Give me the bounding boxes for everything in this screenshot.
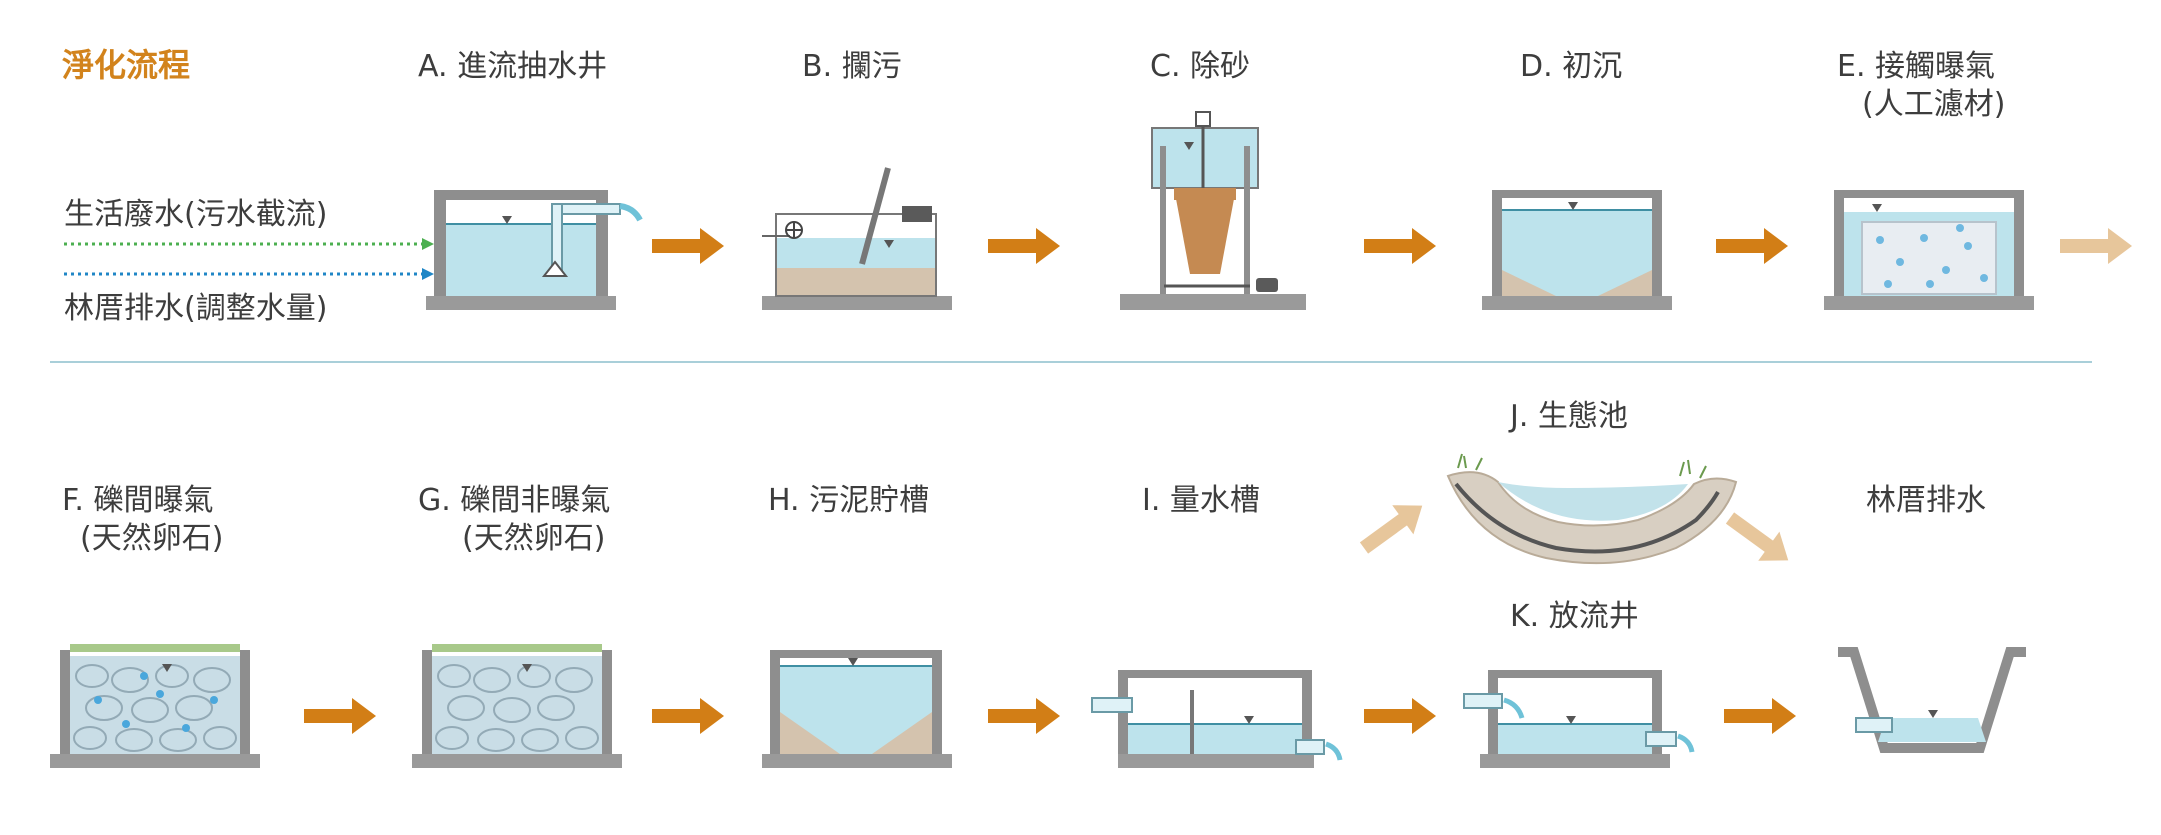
flow-arrow-icon: [652, 228, 724, 264]
water-level-icon: [502, 216, 512, 224]
tank-b-screening: [762, 167, 952, 310]
flow-arrow-icon: [1719, 503, 1799, 575]
label-step-c: C. 除砂: [1150, 49, 1250, 84]
label-input-domestic: 生活廢水(污水截流): [64, 197, 327, 232]
flow-arrow-icon: [652, 698, 724, 734]
flow-arrow-icon: [1364, 228, 1436, 264]
label-step-e: E. 接觸曝氣: [1837, 49, 1995, 84]
water-level-icon: [848, 658, 858, 666]
tank-a-inflow-pump-well: [426, 190, 643, 310]
water-level-icon: [1928, 710, 1938, 718]
flow-arrow-icon: [304, 698, 376, 734]
label-step-f-sub: (天然卵石): [80, 521, 223, 556]
water-level-icon: [1566, 716, 1576, 724]
channel-outflow: [1838, 647, 2026, 753]
tank-e-contact-aeration: [1824, 190, 2034, 310]
flow-arrow-icon: [1364, 698, 1436, 734]
label-step-k: K. 放流井: [1510, 599, 1639, 634]
label-step-j: J. 生態池: [1508, 399, 1628, 434]
water-level-icon: [1244, 716, 1254, 724]
pump-icon: [541, 260, 569, 277]
flow-arrow-icon: [1353, 491, 1433, 563]
label-step-i: I. 量水槽: [1142, 483, 1260, 518]
tank-g-gravel-non-aeration: [412, 644, 622, 768]
tank-d-primary-sedimentation: [1482, 190, 1672, 310]
label-step-g: G. 礫間非曝氣: [418, 483, 610, 518]
water-level-icon: [522, 664, 532, 672]
tank-i-flow-measurement: [1091, 670, 1343, 768]
label-input-linco: 林厝排水(調整水量): [64, 291, 327, 326]
flow-arrow-icon: [988, 698, 1060, 734]
tank-k-outflow-well: [1463, 670, 1695, 768]
water-level-icon: [1872, 204, 1882, 212]
tank-f-gravel-aeration: [50, 644, 260, 768]
water-level-icon: [1568, 202, 1578, 210]
label-step-a: A. 進流抽水井: [418, 49, 607, 84]
label-outflow: 林厝排水: [1866, 483, 1986, 518]
label-step-g-sub: (天然卵石): [462, 521, 605, 556]
input-arrow-domestic: [64, 238, 434, 250]
tank-c-grit-removal: [1120, 111, 1306, 310]
water-level-icon: [162, 664, 172, 672]
label-step-h: H. 污泥貯槽: [768, 483, 929, 518]
flow-arrow-icon: [2060, 228, 2132, 264]
diagram-title: 淨化流程: [62, 46, 190, 84]
flow-arrow-icon: [1716, 228, 1788, 264]
water-level-icon: [1184, 142, 1194, 150]
label-step-e-sub: (人工濾材): [1862, 87, 2005, 122]
tank-h-sludge-storage: [762, 650, 952, 768]
input-arrow-linco: [64, 268, 434, 280]
label-step-d: D. 初沉: [1520, 49, 1622, 84]
pond-j-ecological: [1446, 453, 1738, 565]
label-step-b: B. 攔污: [802, 49, 902, 84]
flow-arrow-icon: [988, 228, 1060, 264]
water-level-icon: [884, 240, 894, 248]
flow-arrow-icon: [1724, 698, 1796, 734]
label-step-f: F. 礫間曝氣: [62, 483, 214, 518]
